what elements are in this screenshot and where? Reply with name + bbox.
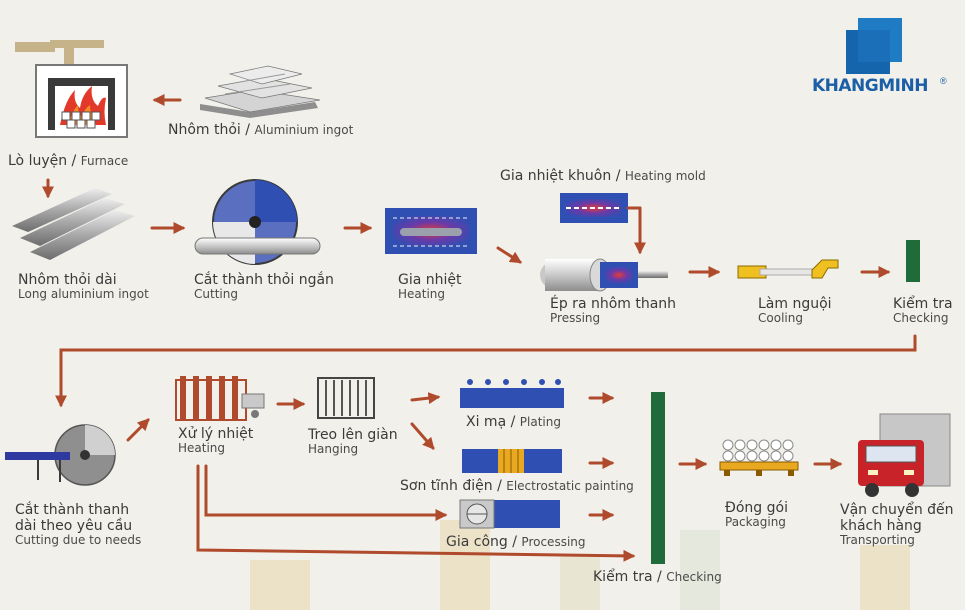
flow-arrows <box>42 94 917 562</box>
hanging-rack-icon <box>317 377 375 419</box>
label-furnace: Lò luyện / Furnace <box>8 153 129 169</box>
ingot-stack-icon <box>200 65 321 118</box>
brand-logo-mark <box>846 18 902 74</box>
checking-pole-icon <box>651 392 665 564</box>
label-plating: Xi mạ / Plating <box>466 414 561 430</box>
cooling-icon <box>737 259 839 279</box>
cut-to-length-icon <box>5 424 116 486</box>
furnace-icon <box>15 40 128 138</box>
processing-icon <box>459 499 560 529</box>
truck-icon <box>858 413 951 497</box>
long-ingots-icon <box>12 188 135 260</box>
heating-mold-icon <box>560 193 628 223</box>
brand-wordmark: KHANGMINH <box>812 76 928 96</box>
label-processing: Gia công / Processing <box>446 534 586 550</box>
label-ingot: Nhôm thỏi / Aluminium ingot <box>168 122 354 138</box>
label-painting: Sơn tĩnh điện / Electrostatic painting <box>400 478 634 494</box>
press-icon <box>540 258 668 292</box>
brand-registered-mark: ® <box>940 76 947 86</box>
heat-treatment-icon <box>175 376 265 421</box>
background-buildings <box>250 520 910 610</box>
cutting-saw-icon <box>194 179 321 265</box>
label-checking-2: Kiểm tra / Checking <box>593 569 722 585</box>
packaging-icon <box>719 439 799 476</box>
label-heating-mold: Gia nhiệt khuôn / Heating mold <box>500 168 706 184</box>
painting-icon <box>462 449 562 473</box>
checking-bar-icon <box>906 240 920 282</box>
heating-oven-icon <box>385 208 477 254</box>
plating-icon <box>460 379 564 408</box>
